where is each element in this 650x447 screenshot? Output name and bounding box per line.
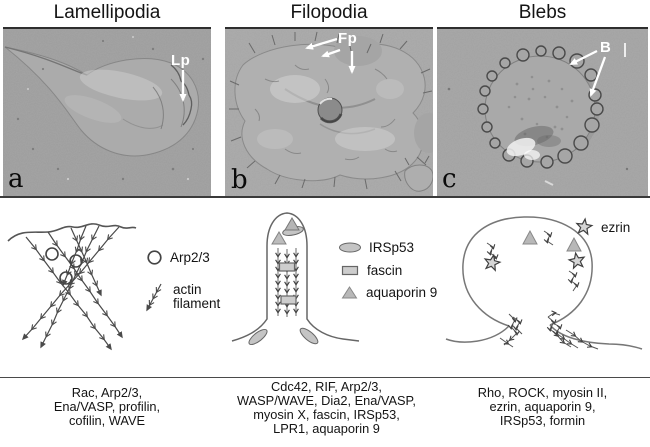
irsp53-base-right: [299, 327, 319, 345]
column-title-lamellipodia: Lamellipodia: [53, 2, 161, 23]
legend-aquaporin9-label: aquaporin 9: [366, 285, 438, 300]
panel-letter-b: b: [231, 165, 248, 195]
panel-letter-a: a: [8, 164, 24, 194]
protein-line: Cdc42, RIF, Arp2/3,: [271, 379, 382, 394]
legend-ezrin: ezrin: [574, 217, 630, 237]
schematics-drawing: [7, 212, 643, 351]
protein-line: IRSp53, formin: [499, 413, 586, 428]
lamellipodium-marker-label: Lp: [171, 52, 191, 69]
legend-irsp53-label: IRSp53: [369, 240, 415, 255]
protein-line: Rac, Arp2/3,: [71, 385, 143, 400]
column-title-filopodia: Filopodia: [290, 2, 368, 23]
fascin-crosslink-2: [280, 295, 297, 305]
legend-arp23: Arp2/3: [146, 249, 210, 266]
blebs-micrograph: [437, 29, 648, 196]
aquaporin9-icon: [341, 286, 358, 299]
ezrin-icon: [575, 217, 594, 236]
protein-line: Ena/VASP, profilin,: [53, 399, 161, 414]
protein-line: Rho, ROCK, myosin II,: [477, 385, 608, 400]
filopodium-schematic: [231, 212, 360, 346]
legend-ezrin-label: ezrin: [601, 219, 631, 235]
bleb-schematic: [445, 216, 643, 350]
fascin-crosslink-1: [278, 262, 296, 272]
lamellipodium-schematic: [7, 223, 137, 351]
irsp53-base-left: [248, 328, 268, 346]
legend-actin-label-line2: filament: [173, 296, 221, 311]
aquaporin9-membrane-1: [522, 229, 538, 245]
divider-top: [0, 196, 650, 198]
actin-filament-icon: [146, 283, 162, 312]
lamellipodium-cell-drawing: [4, 36, 205, 181]
b-arrows: [569, 49, 607, 97]
legend-aquaporin9: aquaporin 9: [340, 285, 437, 300]
legend-irsp53: IRSp53: [338, 240, 414, 255]
legend-actin-filament: actin filament: [142, 281, 220, 313]
blebs-marker-label: B: [600, 39, 612, 56]
filopodia-marker-label: Fp: [338, 30, 358, 47]
protein-list-blebs: Rho, ROCK, myosin II, ezrin, aquaporin 9…: [437, 386, 648, 428]
protein-line: myosin X, fascin, IRSp53,: [253, 407, 400, 422]
legend-fascin-label: fascin: [367, 263, 403, 278]
protein-line: WASP/WAVE, Dia2, Ena/VASP,: [237, 393, 416, 408]
fascin-icon: [341, 265, 359, 276]
aquaporin9-tip: [284, 217, 300, 231]
arp23-icon: [147, 250, 162, 265]
micrograph-panel-c: B c: [437, 27, 648, 196]
arp23-complexes: [45, 247, 83, 285]
actin-bundle: [275, 248, 299, 317]
aquaporin9-side: [271, 231, 287, 245]
lamellipodium-micrograph: [3, 29, 211, 196]
protein-line: ezrin, aquaporin 9,: [489, 399, 596, 414]
divider-bottom: [0, 377, 650, 378]
legend-actin-label-line1: actin: [173, 282, 202, 297]
protein-line: cofilin, WAVE: [68, 413, 146, 428]
filopodia-cells-drawing: [229, 31, 433, 192]
legend-fascin: fascin: [340, 263, 402, 278]
ezrin-star-2: [567, 251, 586, 270]
ezrin-star-1: [483, 253, 502, 272]
micrograph-panel-a: Lp a: [3, 27, 211, 196]
filopodia-spikes: [229, 31, 433, 190]
filopodia-micrograph: [225, 29, 433, 196]
protein-line: LPR1, aquaporin 9: [273, 421, 380, 436]
protein-list-lamellipodia: Rac, Arp2/3, Ena/VASP, profilin, cofilin…: [3, 386, 211, 428]
cortical-actin-squiggles: [486, 230, 599, 350]
aquaporin9-membrane-2: [566, 236, 582, 252]
irsp53-icon: [339, 242, 361, 253]
column-title-blebs: Blebs: [518, 2, 567, 23]
protein-list-filopodia: Cdc42, RIF, Arp2/3, WASP/WAVE, Dia2, Ena…: [218, 380, 435, 436]
micrograph-panel-b: Fp b: [225, 27, 433, 196]
granules: [507, 75, 574, 139]
legend-arp23-label: Arp2/3: [170, 250, 210, 265]
panel-letter-c: c: [442, 164, 457, 194]
fp-arrows: [305, 37, 356, 74]
